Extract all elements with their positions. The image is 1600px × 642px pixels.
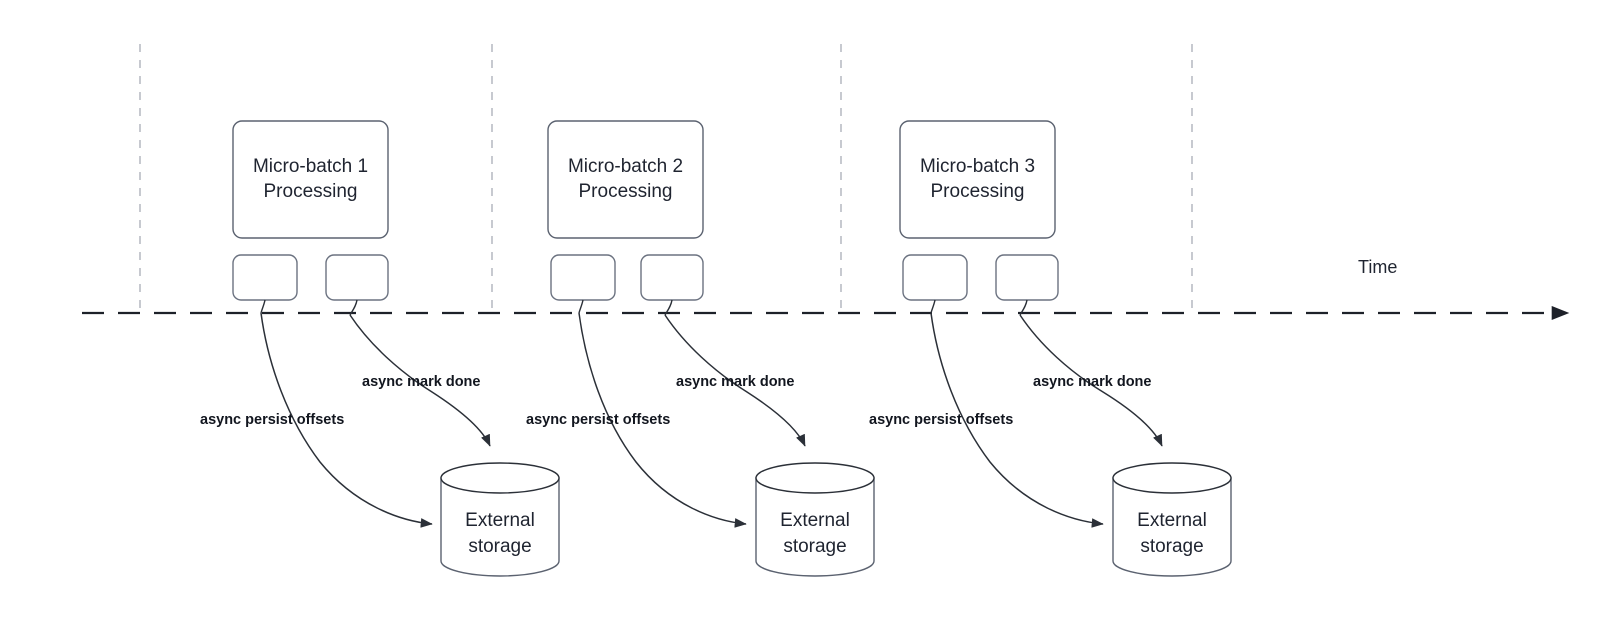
edge-async-persist-offsets-3 [930,312,1104,528]
micro-batch-1-box[interactable] [232,120,389,239]
time-axis-label: Time [1358,257,1397,277]
external-storage-label-2-line1: External [780,510,850,531]
edge-async-mark-done-1 [349,314,491,447]
micro-batch-2-tick-persist[interactable] [550,254,616,301]
micro-batch-2-tick-mark-done-stem [664,299,673,316]
external-storage-label-1-line1: External [465,510,535,531]
micro-batch-3-tick-mark-done[interactable] [995,254,1059,301]
micro-batch-3-tick-persist[interactable] [902,254,968,301]
micro-batch-1-label-line2: Processing [264,181,358,202]
micro-batch-1-tick-mark-done-stem [349,299,358,316]
external-storage-label-3-line2: storage [1140,536,1203,557]
micro-batch-2-tick-mark-done[interactable] [640,254,704,301]
edge-async-mark-done-3 [1019,314,1163,447]
micro-batch-1-tick-mark-done[interactable] [325,254,389,301]
edge-async-mark-done-2 [664,314,806,447]
edge-label-async-persist-offsets-2: async persist offsets [526,412,670,428]
timeline-axis: Time [82,257,1570,321]
group-1: Micro-batch 1 Processing async persist o… [200,120,560,577]
micro-batch-2-tick-persist-stem [578,299,584,314]
edge-label-async-mark-done-1: async mark done [362,374,480,390]
micro-batch-2-label-line2: Processing [579,181,673,202]
micro-batch-2-box[interactable] [547,120,704,239]
micro-batch-3-box[interactable] [899,120,1056,239]
micro-batch-1-tick-persist[interactable] [232,254,298,301]
external-storage-cylinder-2[interactable] [755,462,875,577]
micro-batch-3-label-line2: Processing [931,181,1025,202]
edge-async-persist-offsets-1 [260,312,433,528]
external-storage-label-2-line2: storage [783,536,846,557]
edge-label-async-mark-done-3: async mark done [1033,374,1151,390]
external-storage-cylinder-1[interactable] [440,462,560,577]
micro-batch-3-tick-persist-stem [930,299,936,314]
group-3: Micro-batch 3 Processing async persist o… [869,120,1232,577]
external-storage-cylinder-3[interactable] [1112,462,1232,577]
micro-batch-3-label-line1: Micro-batch 3 [920,156,1035,177]
separator-lines [139,44,1193,313]
micro-batch-1-label-line1: Micro-batch 1 [253,156,368,177]
edge-async-persist-offsets-2 [578,312,747,528]
micro-batch-2-label-line1: Micro-batch 2 [568,156,683,177]
edge-label-async-mark-done-2: async mark done [676,374,794,390]
external-storage-label-1-line2: storage [468,536,531,557]
edge-label-async-persist-offsets-3: async persist offsets [869,412,1013,428]
micro-batch-1-tick-persist-stem [260,299,266,314]
edge-label-async-persist-offsets-1: async persist offsets [200,412,344,428]
micro-batch-3-tick-mark-done-stem [1019,299,1028,316]
group-2: Micro-batch 2 Processing async persist o… [526,120,875,577]
external-storage-label-3-line1: External [1137,510,1207,531]
